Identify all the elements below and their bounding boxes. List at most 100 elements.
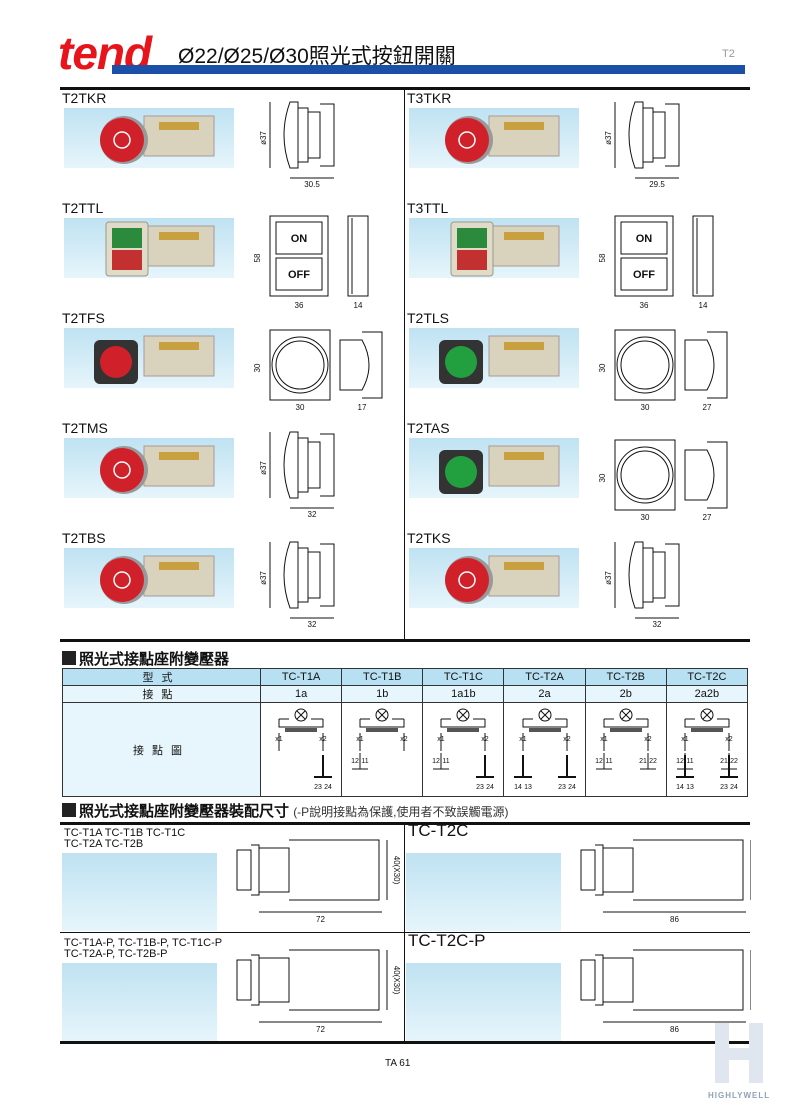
divider xyxy=(60,87,750,90)
dimension-width: 30 xyxy=(641,513,650,522)
terminal-label: 23 xyxy=(314,784,322,791)
dimension-height: 30 xyxy=(598,363,607,372)
dimension-drawing: 30 30 27 xyxy=(598,439,728,522)
terminal-label: 13 xyxy=(686,784,694,791)
dimension-depth: 30.5 xyxy=(304,180,320,189)
product-photo xyxy=(64,548,234,608)
product-name: T2TBS xyxy=(62,530,106,546)
product-name: T3TTL xyxy=(407,200,449,216)
dimension-diameter: ø37 xyxy=(259,131,268,145)
product-name: T3TKR xyxy=(407,90,452,106)
dimension-width: 30 xyxy=(296,403,305,412)
model-tc-t1c: TC-T1C xyxy=(422,668,505,686)
lamp-icon xyxy=(456,708,470,722)
dimension-depth: 32 xyxy=(653,620,662,629)
model-tc-t2b: TC-T2B xyxy=(584,668,667,686)
dimension-diameter: ø37 xyxy=(604,131,613,145)
assembly-model-line: TC-T2A TC-T2B xyxy=(64,838,144,850)
assembly-photo xyxy=(62,853,217,931)
contact-type: 2b xyxy=(584,685,667,703)
assembly-model-line: TC-T2C xyxy=(408,821,469,840)
product-photo xyxy=(409,218,579,278)
assembly-drawing: 40(X30)72 xyxy=(236,839,401,924)
product-photo xyxy=(409,548,579,608)
dimension-depth: 14 xyxy=(699,301,708,308)
contact-type: 1a xyxy=(259,685,343,703)
transformer-icon xyxy=(609,728,642,732)
terminal-label: 23 xyxy=(558,784,566,791)
model-tc-t1a: TC-T1A xyxy=(259,668,343,686)
lamp-icon xyxy=(538,708,552,722)
terminal-label: 21 xyxy=(639,758,647,765)
divider xyxy=(60,822,750,825)
assembly-photo xyxy=(406,963,561,1041)
contact-type: 1b xyxy=(341,685,424,703)
product-t2tas: T2TAS 30 30 27 xyxy=(405,420,750,530)
product-name: T2TLS xyxy=(407,310,450,326)
lamp-icon xyxy=(619,708,633,722)
section-title-text: 照光式接點座附變壓器 xyxy=(79,651,230,668)
lamp-icon xyxy=(700,708,714,722)
on-label: ON xyxy=(291,233,308,245)
brand-name: HIGHLYWELL xyxy=(708,1091,771,1100)
product-name: T2TFS xyxy=(62,310,105,326)
product-name: T2TKS xyxy=(407,530,451,546)
section-note: (-P說明接點為保護,使用者不致誤觸電源) xyxy=(293,805,509,819)
transformer-icon xyxy=(690,728,723,732)
lamp-icon xyxy=(375,708,389,722)
row-header: 接點圖 xyxy=(62,702,261,797)
terminal-label: 11 xyxy=(443,758,450,765)
page-code: T2 xyxy=(722,48,735,60)
assembly-photo xyxy=(62,963,217,1041)
dimension-height: 58 xyxy=(598,253,607,262)
dimension-depth: 32 xyxy=(308,510,317,519)
dimension-diameter: ø37 xyxy=(259,571,268,585)
assembly-model-line: TC-T1A TC-T1B TC-T1C xyxy=(64,827,186,839)
dimension-depth: 17 xyxy=(358,403,367,412)
terminal-label: 11 xyxy=(605,758,612,765)
product-photo xyxy=(64,438,234,498)
product-name: T2TAS xyxy=(407,420,450,436)
product-name: T2TKR xyxy=(62,90,107,106)
assembly-model-line: TC-T1A-P, TC-T1B-P, TC-T1C-P xyxy=(64,937,223,949)
assembly-label: TC-T2C-P xyxy=(408,932,485,949)
divider xyxy=(60,639,750,642)
dimension-width: 86 xyxy=(670,1025,679,1034)
divider xyxy=(404,823,405,1043)
assembly-photo xyxy=(406,853,561,931)
section-title-contact-blocks: 照光式接點座附變壓器 xyxy=(62,648,229,669)
terminal-label: 12 xyxy=(432,758,440,765)
assembly-3: TC-T2C-P40(X30)86 xyxy=(406,932,751,1047)
terminal-label: 11 xyxy=(362,758,369,765)
terminal-label: 12 xyxy=(595,758,603,765)
dimension-depth: 27 xyxy=(703,513,712,522)
contact-type: 1a1b xyxy=(422,685,505,703)
transformer-icon xyxy=(528,728,561,732)
off-label: OFF xyxy=(288,269,310,281)
terminal-label: 24 xyxy=(324,784,332,791)
dimension-height: 40(X30) xyxy=(392,856,401,885)
product-t2tkr: T2TKR ø37 30.5 xyxy=(60,90,405,200)
dimension-height: 40(X30) xyxy=(392,966,401,995)
divider xyxy=(60,932,750,933)
dimension-height: 30 xyxy=(598,473,607,482)
model-tc-t1b: TC-T1B xyxy=(341,668,424,686)
